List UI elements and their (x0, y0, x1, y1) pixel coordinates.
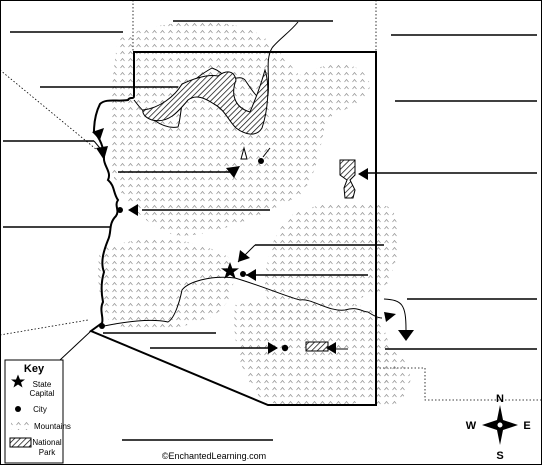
arrow-icon (398, 330, 414, 341)
capital-star-icon (221, 262, 239, 279)
arrow-icon (268, 342, 278, 354)
city-dot-icon (15, 406, 21, 412)
city-dot-icon (258, 158, 264, 164)
grand-canyon-park (142, 68, 269, 135)
arrowheads (92, 128, 414, 354)
arizona-outline (88, 51, 377, 406)
arrow-icon (384, 312, 396, 322)
legend: Key State Capital City Mountains Nationa… (4, 359, 71, 464)
city-dot-icon (117, 207, 123, 213)
humphreys-peak-icon (240, 146, 248, 160)
compass-west: W (466, 420, 477, 432)
arrow-icon (358, 168, 368, 180)
credit-text: ©EnchantedLearning.com (162, 451, 266, 461)
saguaro-park (305, 341, 329, 352)
legend-capital-line2: Capital (30, 389, 55, 398)
legend-park-line1: National (32, 438, 62, 447)
leader-lines (59, 140, 407, 361)
arrow-icon (226, 166, 240, 178)
arrow-icon (128, 204, 138, 216)
star-icon (11, 374, 25, 388)
mountain-regions (98, 22, 411, 409)
compass-north: N (496, 393, 504, 405)
legend-park-line2: Park (39, 448, 56, 457)
city-dot-icon (240, 271, 246, 277)
city-dot-icon (99, 323, 105, 329)
petrified-forest-park (339, 159, 356, 199)
gila-river (103, 276, 383, 327)
label-blanks (3, 20, 537, 441)
compass-rose: N S E W (466, 393, 531, 462)
national-park-icon (9, 437, 32, 448)
legend-title: Key (24, 363, 45, 375)
compass-east: E (523, 420, 530, 432)
arrow-icon (96, 146, 108, 160)
legend-mountains: Mountains (34, 422, 71, 431)
mountains-icon (11, 421, 31, 430)
city-dot-icon (281, 344, 289, 352)
arrow-icon (326, 342, 336, 354)
arrow-icon (92, 128, 104, 140)
cities (99, 158, 289, 352)
arrow-icon (246, 269, 256, 281)
arrow-icon (238, 250, 250, 262)
legend-city: City (33, 405, 47, 414)
legend-capital-line1: State (33, 380, 52, 389)
compass-south: S (496, 450, 503, 462)
